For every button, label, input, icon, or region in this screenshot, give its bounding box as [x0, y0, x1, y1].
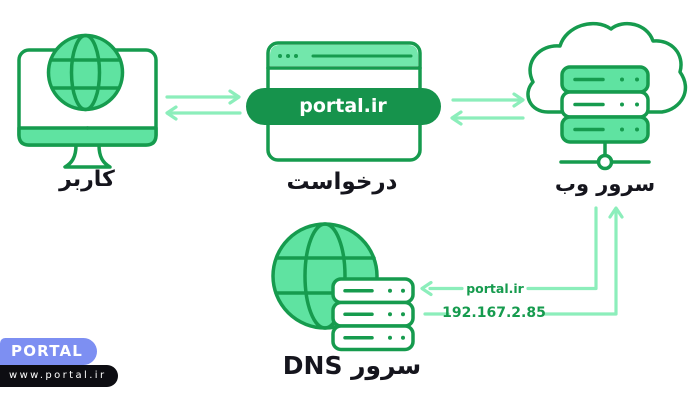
- portal-logo-url: www.portal.ir: [0, 365, 119, 387]
- dns-answer-ip: 192.167.2.85: [442, 305, 546, 321]
- user-computer-icon: [17, 33, 158, 169]
- portal-logo: PORTAL: [0, 338, 98, 365]
- web-server-icon: [526, 21, 688, 171]
- web-server-label: سرور وب: [554, 172, 656, 196]
- dns-server-icon: [271, 222, 415, 352]
- dns-answer-arrow: [423, 206, 624, 316]
- dns-query-arrow: [420, 206, 598, 297]
- browser-window-icon: [246, 41, 441, 162]
- user-request-arrows: [165, 89, 242, 121]
- request-server-arrows: [450, 92, 525, 126]
- request-label: درخواست: [286, 169, 398, 195]
- user-label: کاربر: [59, 167, 115, 192]
- address-pill: [246, 88, 441, 125]
- dns-server-label: سرور DNS: [282, 351, 422, 380]
- address-pill-text: portal.ir: [299, 95, 387, 117]
- dns-query-text: portal.ir: [466, 281, 524, 296]
